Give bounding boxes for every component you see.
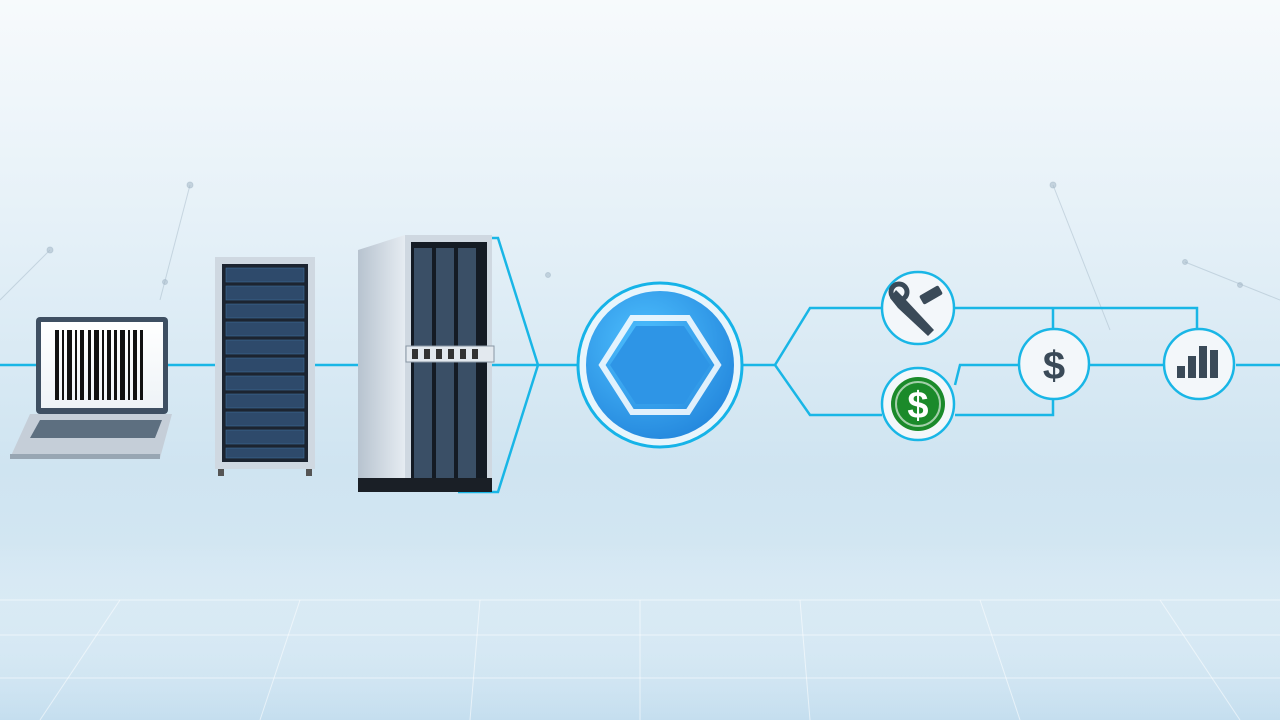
hexagon-hub-icon — [576, 281, 744, 449]
background-network — [0, 181, 1280, 331]
barcode-laptop-icon — [10, 317, 172, 459]
server-rack-icon — [215, 257, 315, 476]
dollar-coin-icon: $ — [880, 366, 956, 442]
floor-grid — [0, 540, 1280, 720]
wrench-icon — [880, 270, 956, 346]
server-cabinet-icon — [358, 235, 495, 492]
bar-chart-icon — [1162, 327, 1236, 401]
dollar-sign-icon: $ — [1017, 327, 1091, 401]
green-dollar-glyph: $ — [907, 385, 928, 427]
dollar-glyph: $ — [1043, 344, 1065, 388]
